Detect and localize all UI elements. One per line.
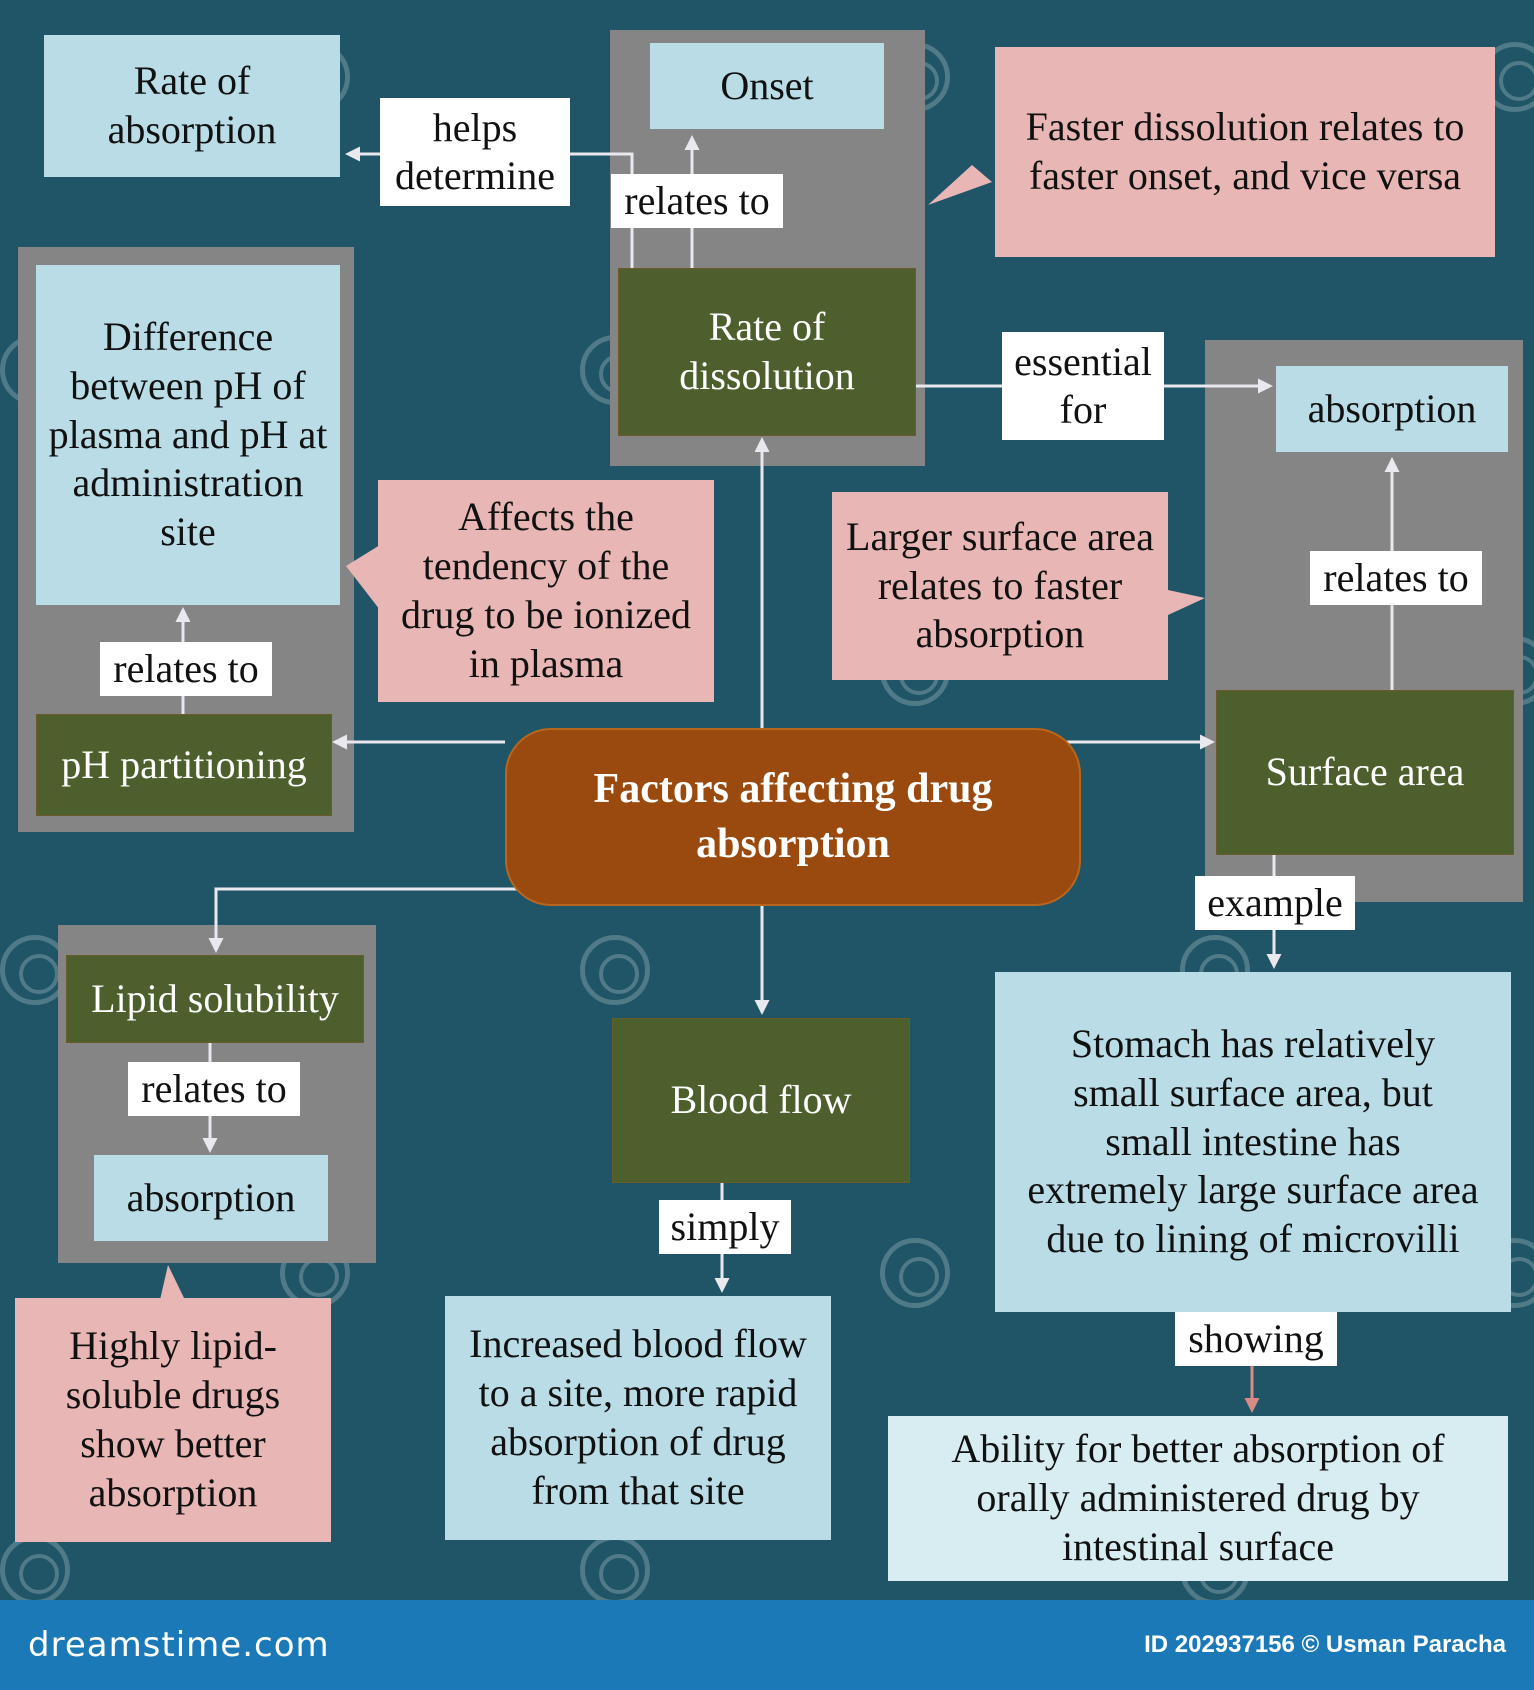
link-example: example	[1195, 876, 1355, 930]
link-relates-to-lipid: relates to	[128, 1062, 300, 1116]
node-rate-of-dissolution: Rate of dissolution	[618, 268, 916, 436]
link-helps-determine: helps determine	[380, 98, 570, 206]
note-lipid: Highly lipid-soluble drugs show better a…	[15, 1298, 331, 1542]
image-credit: ID 202937156 © Usman Paracha	[1144, 1631, 1506, 1658]
note-ionized: Affects the tendency of the drug to be i…	[378, 480, 714, 702]
note-oral: Ability for better absorption of orally …	[888, 1416, 1508, 1581]
link-relates-to-onset: relates to	[611, 174, 783, 228]
watermark-spiral-icon	[880, 1238, 950, 1308]
note-blood-flow: Increased blood flow to a site, more rap…	[445, 1296, 831, 1540]
watermark-spiral-icon	[580, 935, 650, 1005]
node-onset: Onset	[650, 43, 884, 129]
node-lipid-solubility: Lipid solubility	[66, 955, 364, 1043]
link-relates-to-ph: relates to	[100, 642, 272, 696]
node-ph-difference: Difference between pH of plasma and pH a…	[36, 265, 340, 605]
link-essential-for: essential for	[1002, 332, 1164, 440]
concept-map: Rate of absorption helps determine Onset…	[0, 30, 1534, 1605]
link-simply: simply	[659, 1200, 791, 1254]
node-ph-partitioning: pH partitioning	[36, 714, 332, 816]
note-stomach: Stomach has relatively small surface are…	[995, 972, 1511, 1312]
brand-logo: dreamstime.com	[28, 1625, 330, 1665]
note-faster-dissolution: Faster dissolution relates to faster ons…	[995, 47, 1495, 257]
node-absorption-lipid: absorption	[94, 1155, 328, 1241]
node-blood-flow: Blood flow	[612, 1018, 910, 1183]
link-relates-to-surface: relates to	[1310, 551, 1482, 605]
node-absorption-top: absorption	[1276, 366, 1508, 452]
link-showing: showing	[1175, 1312, 1337, 1366]
node-rate-of-absorption: Rate of absorption	[44, 35, 340, 177]
note-larger-surface: Larger surface area relates to faster ab…	[832, 492, 1168, 680]
center-topic: Factors affecting drug absorption	[505, 728, 1081, 906]
node-surface-area: Surface area	[1216, 690, 1514, 855]
footer-bar: dreamstime.com ID 202937156 © Usman Para…	[0, 1600, 1534, 1690]
